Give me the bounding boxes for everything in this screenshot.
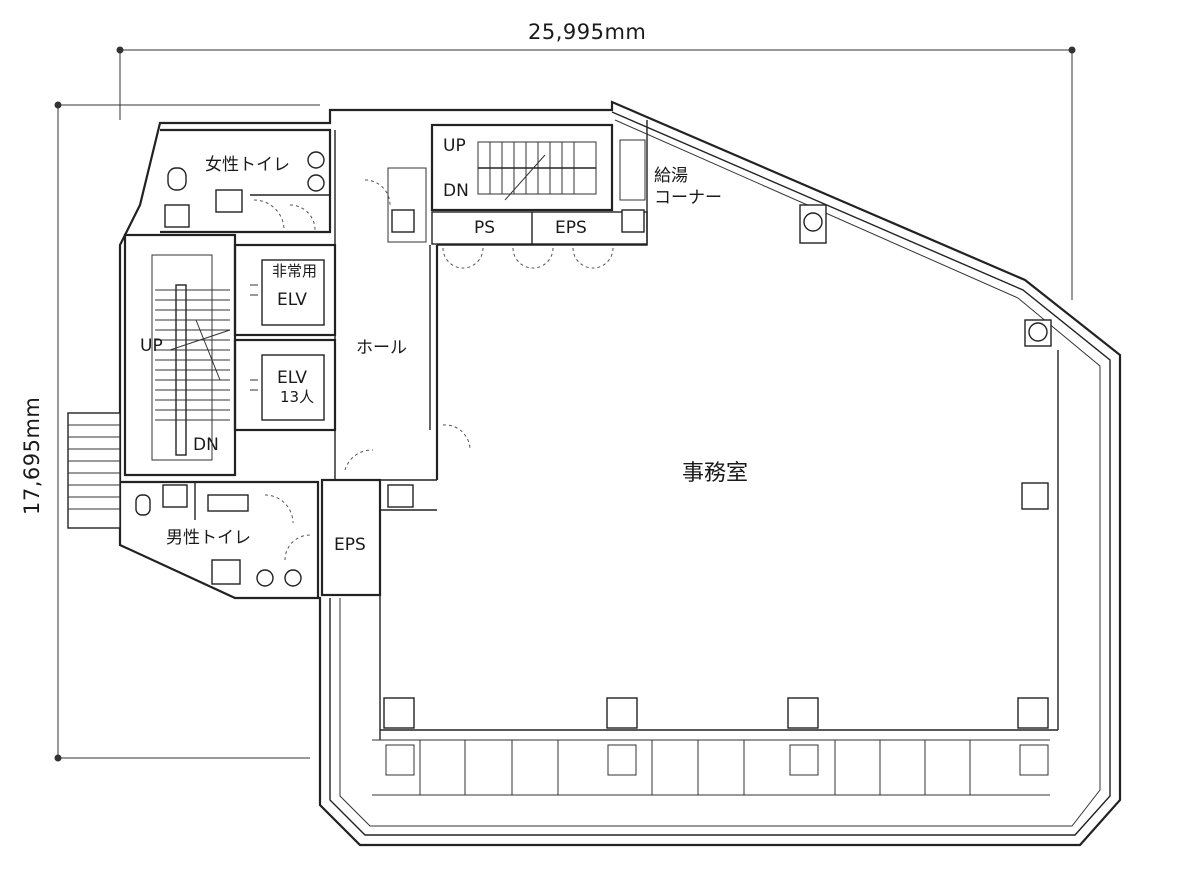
- emergency-elevator-label-top: 非常用: [272, 262, 318, 280]
- external-stair: [67, 412, 121, 529]
- eps-top-label: EPS: [555, 218, 587, 238]
- left-stair-core: [123, 233, 237, 477]
- hall-walls: [334, 130, 471, 481]
- right-stair-core: [430, 123, 648, 245]
- mens-toilet-area: [120, 480, 320, 598]
- mens-toilet-label: 男性トイレ: [166, 528, 251, 548]
- right-stair-down: DN: [443, 181, 469, 201]
- eps-left-label: EPS: [334, 535, 366, 555]
- left-stair-down: DN: [193, 435, 219, 455]
- kitchen-label-bottom: コーナー: [654, 188, 722, 208]
- office-label: 事務室: [682, 461, 749, 486]
- dimension-lines: [54, 46, 1076, 762]
- elevator-capacity: 13人: [280, 388, 315, 406]
- depth-dimension: 17,695mm: [20, 396, 44, 515]
- exterior-walls: [118, 100, 1122, 847]
- womens-toilet-label: 女性トイレ: [205, 155, 290, 175]
- width-dimension: 25,995mm: [528, 20, 647, 44]
- office-room: [372, 120, 1059, 796]
- emergency-elevator-label-bottom: ELV: [277, 290, 307, 310]
- hall-label: ホール: [356, 338, 407, 358]
- ps-label: PS: [474, 218, 496, 238]
- right-stair-up: UP: [443, 136, 466, 156]
- kitchen-label-top: 給湯: [654, 166, 688, 186]
- left-stair-up: UP: [140, 336, 163, 356]
- elevator-label: ELV: [277, 368, 307, 388]
- womens-toilet-area: [160, 128, 332, 234]
